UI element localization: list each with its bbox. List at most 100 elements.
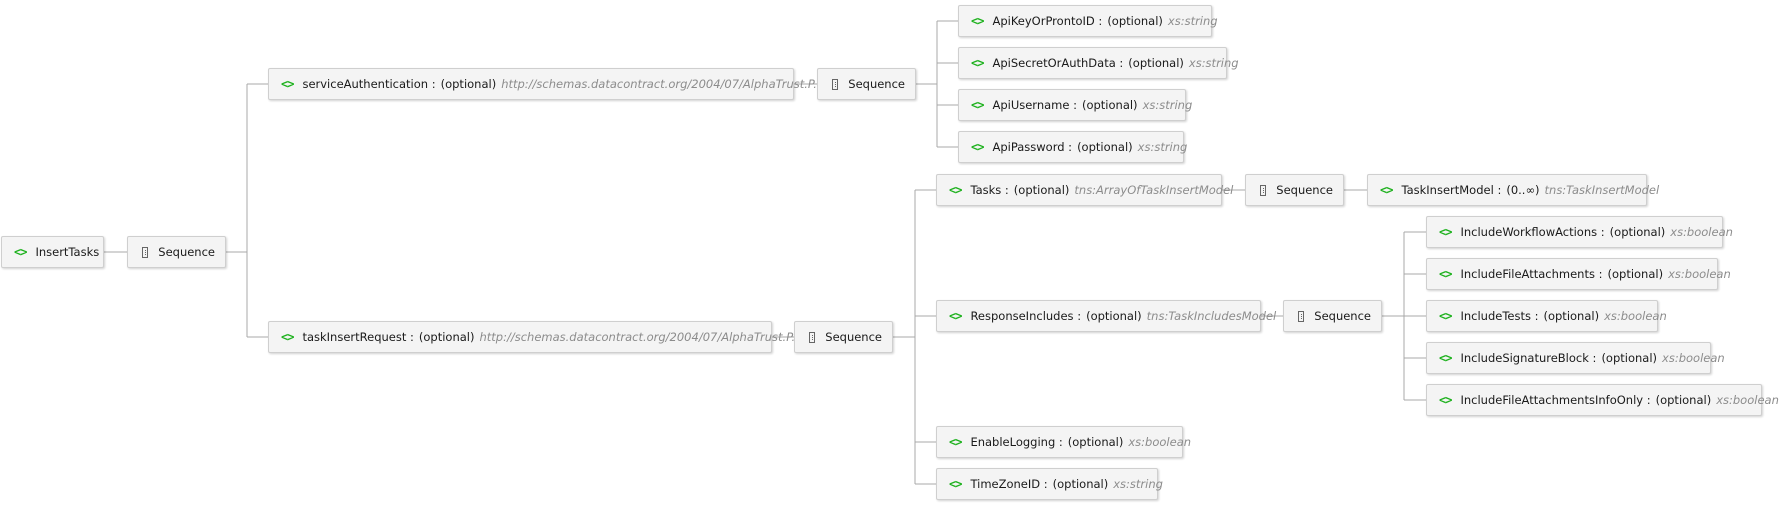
element-name: taskInsertRequest :	[302, 330, 414, 344]
element-name: EnableLogging :	[970, 435, 1063, 449]
element-occurs: (optional)	[1067, 435, 1124, 449]
element-occurs: (optional)	[1655, 393, 1712, 407]
element-name: serviceAuthentication :	[302, 77, 436, 91]
element-occurs: (optional)	[1077, 140, 1133, 154]
element-name: IncludeSignatureBlock :	[1460, 351, 1597, 365]
element-type: http://schemas.datacontract.org/2004/07/…	[479, 330, 803, 344]
element-type: xs:boolean	[1670, 225, 1733, 239]
element-occurs: (0..∞)	[1506, 183, 1540, 197]
element-icon: <>	[971, 98, 984, 112]
sequence-icon	[832, 78, 839, 90]
sequence-node-serviceauthentication[interactable]: Sequence	[817, 68, 916, 100]
element-node-apiusername[interactable]: <> ApiUsername : (optional) xs:string	[958, 89, 1192, 121]
sequence-node-taskinsertrequest[interactable]: Sequence	[794, 321, 893, 353]
element-occurs: (optional)	[1607, 267, 1664, 281]
element-node-includetests[interactable]: <> IncludeTests : (optional) xs:boolean	[1426, 300, 1667, 332]
sequence-label: Sequence	[158, 245, 215, 259]
element-icon: <>	[14, 245, 27, 259]
element-node-includeworkflowactions[interactable]: <> IncludeWorkflowActions : (optional) x…	[1426, 216, 1733, 248]
element-occurs: (optional)	[1601, 351, 1658, 365]
element-name: Tasks :	[970, 183, 1009, 197]
element-type: xs:boolean	[1668, 267, 1731, 281]
element-occurs: (optional)	[1081, 98, 1138, 112]
element-icon: <>	[971, 140, 984, 154]
element-type: xs:boolean	[1716, 393, 1779, 407]
element-node-tasks[interactable]: <> Tasks : (optional) tns:ArrayOfTaskIns…	[936, 174, 1233, 206]
element-type: xs:boolean	[1662, 351, 1725, 365]
sequence-icon	[142, 246, 149, 258]
element-name: IncludeWorkflowActions :	[1460, 225, 1605, 239]
element-node-responseincludes[interactable]: <> ResponseIncludes : (optional) tns:Tas…	[936, 300, 1276, 332]
sequence-label: Sequence	[825, 330, 882, 344]
element-icon: <>	[1439, 393, 1452, 407]
element-type: xs:string	[1142, 98, 1193, 112]
element-name: ResponseIncludes :	[970, 309, 1082, 323]
element-occurs: (optional)	[418, 330, 475, 344]
element-icon: <>	[1380, 183, 1393, 197]
element-node-apipassword[interactable]: <> ApiPassword : (optional) xs:string	[958, 131, 1187, 163]
element-node-serviceauthentication[interactable]: <> serviceAuthentication : (optional) ht…	[268, 68, 824, 100]
element-name: ApiSecretOrAuthData :	[992, 56, 1124, 70]
sequence-icon	[1298, 310, 1305, 322]
element-type: xs:boolean	[1128, 435, 1192, 449]
element-icon: <>	[949, 309, 962, 323]
sequence-label: Sequence	[1276, 183, 1333, 197]
element-occurs: (optional)	[1052, 477, 1109, 491]
element-name: ApiKeyOrProntoID :	[992, 14, 1103, 28]
element-type: tns:TaskIncludesModel	[1146, 309, 1277, 323]
sequence-label: Sequence	[848, 77, 905, 91]
element-type: tns:ArrayOfTaskInsertModel	[1074, 183, 1234, 197]
sequence-label: Sequence	[1314, 309, 1371, 323]
sequence-icon	[809, 331, 816, 343]
element-node-includefileattachmentsinfoonly[interactable]: <> IncludeFileAttachmentsInfoOnly : (opt…	[1426, 384, 1779, 416]
element-occurs: (optional)	[1107, 14, 1163, 28]
element-name: IncludeFileAttachmentsInfoOnly :	[1460, 393, 1651, 407]
element-name: IncludeFileAttachments :	[1460, 267, 1603, 281]
element-name: IncludeTests :	[1460, 309, 1539, 323]
element-type: xs:boolean	[1604, 309, 1667, 323]
sequence-node-root[interactable]: Sequence	[127, 236, 226, 268]
element-node-enablelogging[interactable]: <> EnableLogging : (optional) xs:boolean	[936, 426, 1191, 458]
element-icon: <>	[1439, 309, 1452, 323]
element-icon: <>	[1439, 225, 1452, 239]
element-name: InsertTasks	[35, 245, 100, 259]
element-occurs: (optional)	[440, 77, 497, 91]
sequence-node-tasks[interactable]: Sequence	[1245, 174, 1344, 206]
element-name: ApiUsername :	[992, 98, 1077, 112]
element-node-apikeyorprontoid[interactable]: <> ApiKeyOrProntoID : (optional) xs:stri…	[958, 5, 1218, 37]
element-occurs: (optional)	[1609, 225, 1666, 239]
element-icon: <>	[949, 435, 962, 449]
element-icon: <>	[1439, 351, 1452, 365]
element-node-inserttasks[interactable]: <> InsertTasks	[1, 236, 104, 268]
element-type: xs:string	[1167, 14, 1218, 28]
element-icon: <>	[971, 56, 984, 70]
element-icon: <>	[971, 14, 984, 28]
element-icon: <>	[949, 183, 962, 197]
element-name: TimeZoneID :	[970, 477, 1048, 491]
element-node-apisecretorauthdata[interactable]: <> ApiSecretOrAuthData : (optional) xs:s…	[958, 47, 1239, 79]
element-icon: <>	[949, 477, 962, 491]
element-type: http://schemas.datacontract.org/2004/07/…	[501, 77, 825, 91]
element-icon: <>	[281, 330, 294, 344]
element-occurs: (optional)	[1543, 309, 1600, 323]
element-name: ApiPassword :	[992, 140, 1073, 154]
element-name: TaskInsertModel :	[1401, 183, 1502, 197]
element-node-taskinsertmodel[interactable]: <> TaskInsertModel : (0..∞) tns:TaskInse…	[1367, 174, 1659, 206]
sequence-icon	[1260, 184, 1267, 196]
element-node-includesignatureblock[interactable]: <> IncludeSignatureBlock : (optional) xs…	[1426, 342, 1725, 374]
element-type: xs:string	[1188, 56, 1239, 70]
element-node-taskinsertrequest[interactable]: <> taskInsertRequest : (optional) http:/…	[268, 321, 803, 353]
element-type: xs:string	[1137, 140, 1188, 154]
element-node-timezoneid[interactable]: <> TimeZoneID : (optional) xs:string	[936, 468, 1163, 500]
element-occurs: (optional)	[1013, 183, 1070, 197]
element-node-includefileattachments[interactable]: <> IncludeFileAttachments : (optional) x…	[1426, 258, 1731, 290]
sequence-node-responseincludes[interactable]: Sequence	[1283, 300, 1382, 332]
element-type: xs:string	[1113, 477, 1163, 491]
element-icon: <>	[281, 77, 294, 91]
element-icon: <>	[1439, 267, 1452, 281]
element-occurs: (optional)	[1086, 309, 1142, 323]
element-occurs: (optional)	[1128, 56, 1184, 70]
element-type: tns:TaskInsertModel	[1544, 183, 1660, 197]
